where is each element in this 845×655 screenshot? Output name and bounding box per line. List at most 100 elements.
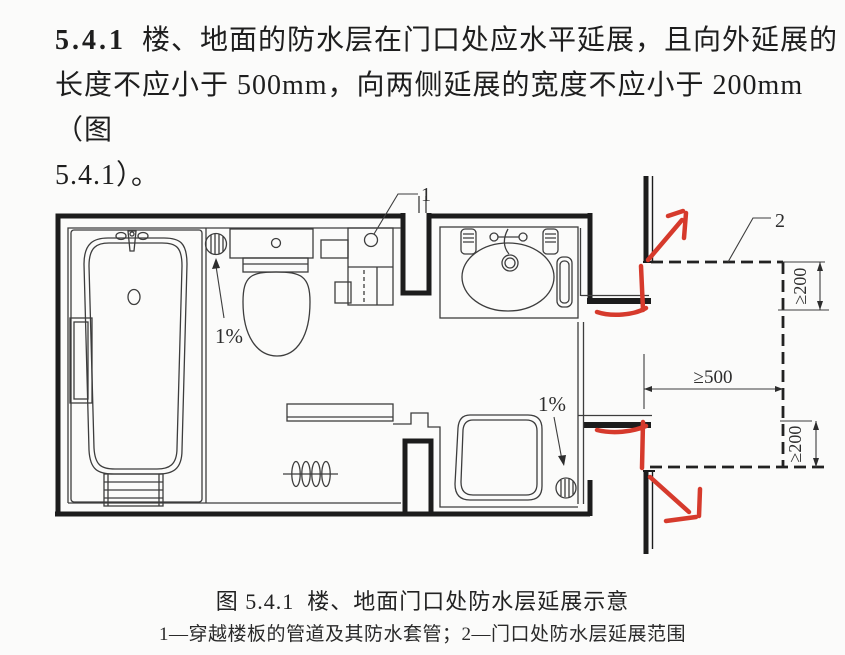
- basin-handle-right: [518, 232, 528, 242]
- wall-left-top: [55, 213, 405, 514]
- faucet-spout: [127, 230, 137, 252]
- dimension-200-top: ≥200: [778, 261, 829, 311]
- callout-2: 2: [727, 210, 785, 263]
- dim-arrow-icon: [644, 386, 652, 392]
- clause-number: 5.4.1: [55, 25, 126, 56]
- alcove-floor-edge: [393, 412, 578, 508]
- faucet-center: [129, 231, 135, 237]
- slope-label-bottom: 1%: [538, 392, 566, 416]
- dimension-200-bottom: ≥200: [780, 420, 819, 467]
- red-jamb-top-door: [638, 263, 646, 313]
- basin-drain-inner: [504, 257, 516, 269]
- counter-item-right: [542, 228, 559, 255]
- dim-arrow-icon: [813, 421, 819, 430]
- bathtub: [69, 229, 203, 507]
- floor-drain-bottom-icon: [555, 477, 577, 499]
- red-arrow-top-head: [665, 208, 689, 241]
- floor-drain-top: 1%: [204, 232, 243, 348]
- bathtub-rim-outer: [83, 237, 188, 475]
- red-arrow-top-shaft: [645, 217, 685, 263]
- red-jamb-bottom-door: [639, 419, 646, 471]
- bathtub-apron: [70, 229, 203, 503]
- extension-boundary: [650, 260, 826, 469]
- faucet-handle-right: [137, 231, 149, 241]
- bathtub-side-shelf: [69, 317, 93, 404]
- shower-area: 1%: [454, 392, 577, 501]
- dim-arrow-icon: [817, 262, 823, 271]
- clause-text-line2: 长度不应小于 500mm，向两侧延展的宽度不应小于 200mm（图: [55, 70, 804, 146]
- radiator-loop-2: [301, 460, 311, 488]
- pipe-shaft: 1: [320, 184, 431, 306]
- bathtub-faucet-icon: [115, 230, 149, 252]
- counter-item-right-hatch: [545, 233, 556, 243]
- wall-stub: [402, 438, 434, 516]
- radiator-loop-3: [311, 460, 321, 488]
- counter-item-left: [460, 228, 477, 255]
- basin-handle-left: [489, 232, 499, 242]
- counter-item-left-outline: [460, 228, 477, 255]
- callout-1-leader: [373, 193, 418, 235]
- faucet-handle-left: [115, 231, 127, 241]
- basin-bowl: [461, 242, 555, 312]
- bathtub-drain: [127, 288, 141, 306]
- basin-drain-outer: [501, 254, 519, 272]
- pipe-sleeve-icon: [363, 232, 379, 248]
- toilet-flush-button: [270, 237, 282, 249]
- counter-side-tray: [556, 256, 573, 308]
- radiator-loop-4: [321, 460, 331, 488]
- radiator-icon: [283, 460, 338, 488]
- upper-wall-marks: [418, 196, 427, 213]
- bathtub-side-shelf-inner: [73, 321, 89, 400]
- counter-outline: [439, 226, 579, 319]
- toilet-seat-hinge: [242, 257, 309, 273]
- dim-500-lines: [643, 354, 783, 409]
- shower-tray-outer: [454, 414, 543, 501]
- shaft-divisions: [348, 266, 393, 305]
- step-treads: [104, 474, 163, 506]
- plan-walls: [55, 176, 655, 554]
- slope-arrow-bottom: [553, 416, 563, 461]
- inner-face-left-top: [67, 227, 401, 503]
- slope-label-top: 1%: [215, 324, 243, 348]
- counter-item-left-hatch: [463, 233, 474, 243]
- washbasin: [439, 226, 579, 319]
- counter-side-tray-inner: [559, 260, 570, 304]
- radiator-loop-1: [291, 460, 301, 488]
- floor-drain-bottom-hatch: [560, 479, 574, 497]
- red-arrow-bottom-head: [663, 486, 703, 524]
- wall-niche: [400, 213, 432, 296]
- toilet: [229, 228, 314, 357]
- dim-200-top-label: ≥200: [790, 268, 810, 305]
- bathtub-step: [103, 473, 164, 507]
- callout-2-leader: [727, 217, 771, 263]
- dimension-500: ≥500: [643, 354, 783, 409]
- floor-drain-hatch: [210, 234, 224, 254]
- east-boundary-double-line: [577, 322, 585, 504]
- dim-arrow-icon: [817, 301, 823, 310]
- toilet-bowl: [242, 271, 311, 357]
- shaft-side-box-upper: [320, 239, 349, 259]
- dim-500-label: ≥500: [694, 367, 733, 388]
- plan-interior-lines: [67, 196, 652, 508]
- dim-200-bottom-label: ≥200: [785, 426, 805, 463]
- red-arrow-bottom-shaft: [647, 474, 692, 515]
- basin-faucet-icon: [489, 228, 528, 255]
- shower-tray-inner: [460, 419, 538, 496]
- slope-arrow-top: [215, 265, 225, 319]
- floor-drain-icon: [204, 232, 228, 256]
- slope-arrowhead-top: [212, 258, 220, 269]
- bench-shelf: [286, 403, 394, 422]
- clause-text-line1: 楼、地面的防水层在门口处应水平延展，且向外延展的: [142, 25, 839, 56]
- red-swoosh-top-door: [594, 305, 649, 318]
- bathtub-rim-inner: [88, 242, 183, 470]
- dim-arrow-icon: [813, 458, 819, 467]
- shaft-side-box-lower: [334, 281, 352, 304]
- counter-item-right-outline: [542, 228, 559, 255]
- shelf-outline: [286, 403, 394, 422]
- figure-legend: 1—穿越楼板的管道及其防水套管；2—门口处防水层延展范围: [158, 624, 686, 645]
- figure-caption: 图 5.4.1 楼、地面门口处防水层延展示意: [215, 589, 630, 614]
- callout-1-label: 1: [421, 184, 431, 206]
- red-annotations: [594, 208, 703, 524]
- dim-arrow-icon: [775, 386, 783, 392]
